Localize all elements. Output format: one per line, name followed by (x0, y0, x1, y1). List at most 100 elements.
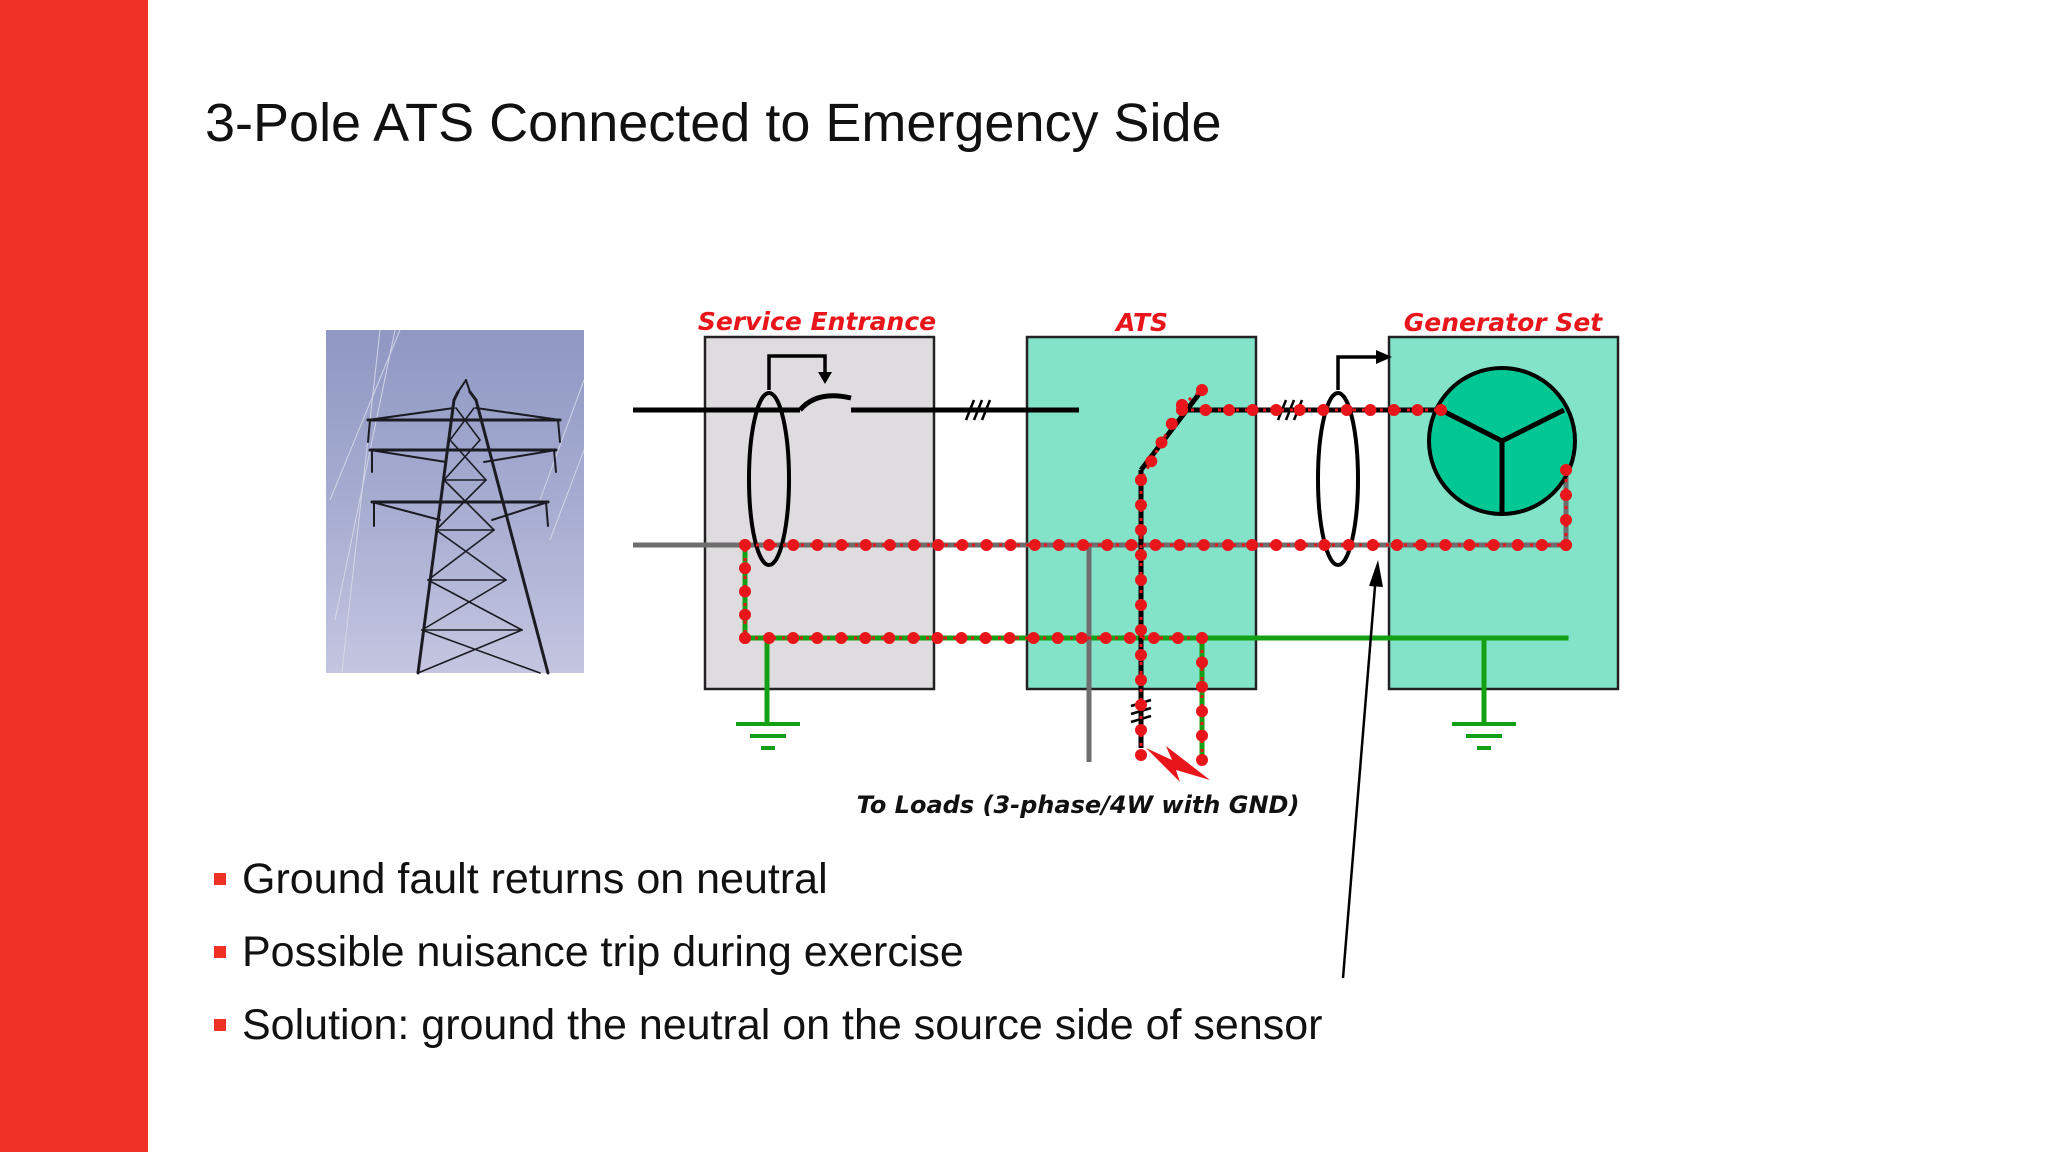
bullet-text: Solution: ground the neutral on the sour… (242, 1001, 1323, 1049)
bullet-text: Possible nuisance trip during exercise (242, 928, 964, 976)
fault-path-dot (1125, 539, 1138, 551)
fault-path-dot (1196, 705, 1208, 718)
fault-path-dot (1293, 404, 1306, 416)
fault-path-dot (883, 632, 896, 644)
fault-path-dot (980, 539, 993, 551)
fault-path-dot (1135, 674, 1147, 686)
fault-path-dot (1196, 656, 1208, 669)
service-sensor-trip-arrow (767, 354, 827, 390)
bullet-item: Possible nuisance trip during exercise (212, 923, 1322, 996)
slide-accent-bar (0, 0, 148, 1152)
fault-path-dot (1149, 539, 1162, 551)
fault-path-dot (1246, 404, 1259, 416)
fault-path-dot (811, 632, 824, 644)
fault-path-dot (1340, 404, 1353, 416)
fault-path-dot (1171, 632, 1184, 644)
fault-path-dot (1123, 632, 1136, 644)
fault-path-dot (1135, 524, 1147, 536)
fault-path-dot (1135, 649, 1147, 661)
fault-path-dot (1196, 384, 1208, 396)
fault-path-dot (1391, 539, 1403, 551)
bullet-marker (214, 946, 226, 958)
fault-path-dot (1027, 632, 1040, 644)
generator-sensor-arrow (1336, 355, 1380, 390)
sensor-pointer-head (1369, 560, 1383, 587)
fault-path-dot (739, 632, 751, 644)
fault-path-dot (907, 632, 920, 644)
bullet-item: Ground fault returns on neutral (212, 850, 1322, 923)
fault-path-dot (1075, 632, 1088, 644)
bullet-list: Ground fault returns on neutral Possible… (212, 850, 1322, 1069)
fault-path-dot (859, 539, 872, 551)
fault-path-dot (979, 632, 992, 644)
loads-label: To Loads (3-phase/4W with GND) (857, 791, 1300, 819)
fault-path-dot (1317, 404, 1330, 416)
fault-path-dot (1101, 539, 1114, 551)
fault-path-dot (1411, 404, 1424, 416)
ground-symbol-service (736, 722, 800, 750)
fault-path-dot (1199, 404, 1212, 416)
fault-path-dot (763, 539, 776, 551)
fault-path-dot (1147, 632, 1160, 644)
fault-path-dot (1052, 539, 1065, 551)
fault-path-dot (1463, 539, 1476, 551)
fault-path-dot (1560, 464, 1572, 476)
fault-path-dot (1294, 539, 1307, 551)
fault-path-dot (1196, 729, 1208, 742)
fault-path-dot (1077, 539, 1090, 551)
fault-path-dot (1364, 404, 1377, 416)
fault-path-dot (1342, 539, 1355, 551)
fault-path-dot (811, 539, 824, 551)
fault-path-dot (739, 608, 751, 621)
fault-path-dot (1223, 404, 1236, 416)
fault-path-dot (739, 562, 751, 575)
utility-phase-conductor (633, 393, 1079, 413)
fault-path-dot (1145, 455, 1158, 468)
fault-path-dot (1387, 404, 1400, 416)
fault-path-dot (1135, 549, 1147, 561)
fault-path-dot (955, 632, 968, 644)
fault-path-dot (1196, 754, 1208, 766)
bullet-item: Solution: ground the neutral on the sour… (212, 996, 1322, 1069)
ground-symbol-generator (1452, 722, 1516, 750)
ats-label: ATS (1114, 308, 1168, 337)
fault-path-dot (883, 539, 896, 551)
fault-path-dot (1487, 539, 1500, 551)
generator-ground-fault-sensor (1316, 391, 1360, 567)
bullet-marker (214, 873, 226, 885)
fault-path-dot (1560, 514, 1572, 526)
fault-path-dot (1004, 539, 1017, 551)
fault-path-dot (1318, 539, 1331, 551)
fault-path-dot (1560, 489, 1572, 501)
trip-arrow-head (818, 372, 832, 384)
fault-path-dot (1135, 574, 1147, 586)
fault-path-dot (1173, 539, 1186, 551)
fault-path-dot (1028, 539, 1041, 551)
fault-path-dot (1415, 539, 1428, 551)
fault-path-dot (1135, 474, 1147, 486)
fault-path-dot (1165, 417, 1178, 430)
fault-path-dot (739, 585, 751, 598)
fault-path-dot (1270, 404, 1283, 416)
fault-path-dot (1155, 436, 1168, 449)
fault-path-dots (739, 384, 1572, 766)
fault-path-dot (931, 632, 944, 644)
fault-path-dot (1135, 499, 1147, 511)
service-entrance-label: Service Entrance (698, 307, 936, 336)
fault-path-dot (1535, 539, 1548, 551)
fault-path-dot (1135, 699, 1147, 711)
fault-path-dot (1051, 632, 1064, 644)
slide-title: 3-Pole ATS Connected to Emergency Side (205, 93, 1222, 153)
fault-path-dot (908, 539, 920, 551)
fault-path-dot (1246, 539, 1259, 551)
fault-path-dot (1196, 632, 1208, 644)
fault-path-dot (739, 539, 751, 551)
fault-path-dot (835, 632, 848, 644)
fault-path-dot (1135, 749, 1147, 761)
generator-arrow-head (1376, 350, 1392, 364)
transmission-tower-photo (326, 329, 585, 675)
fault-path-dot (1221, 539, 1234, 551)
fault-path-dot (1270, 539, 1283, 551)
fault-path-dot (763, 632, 776, 644)
